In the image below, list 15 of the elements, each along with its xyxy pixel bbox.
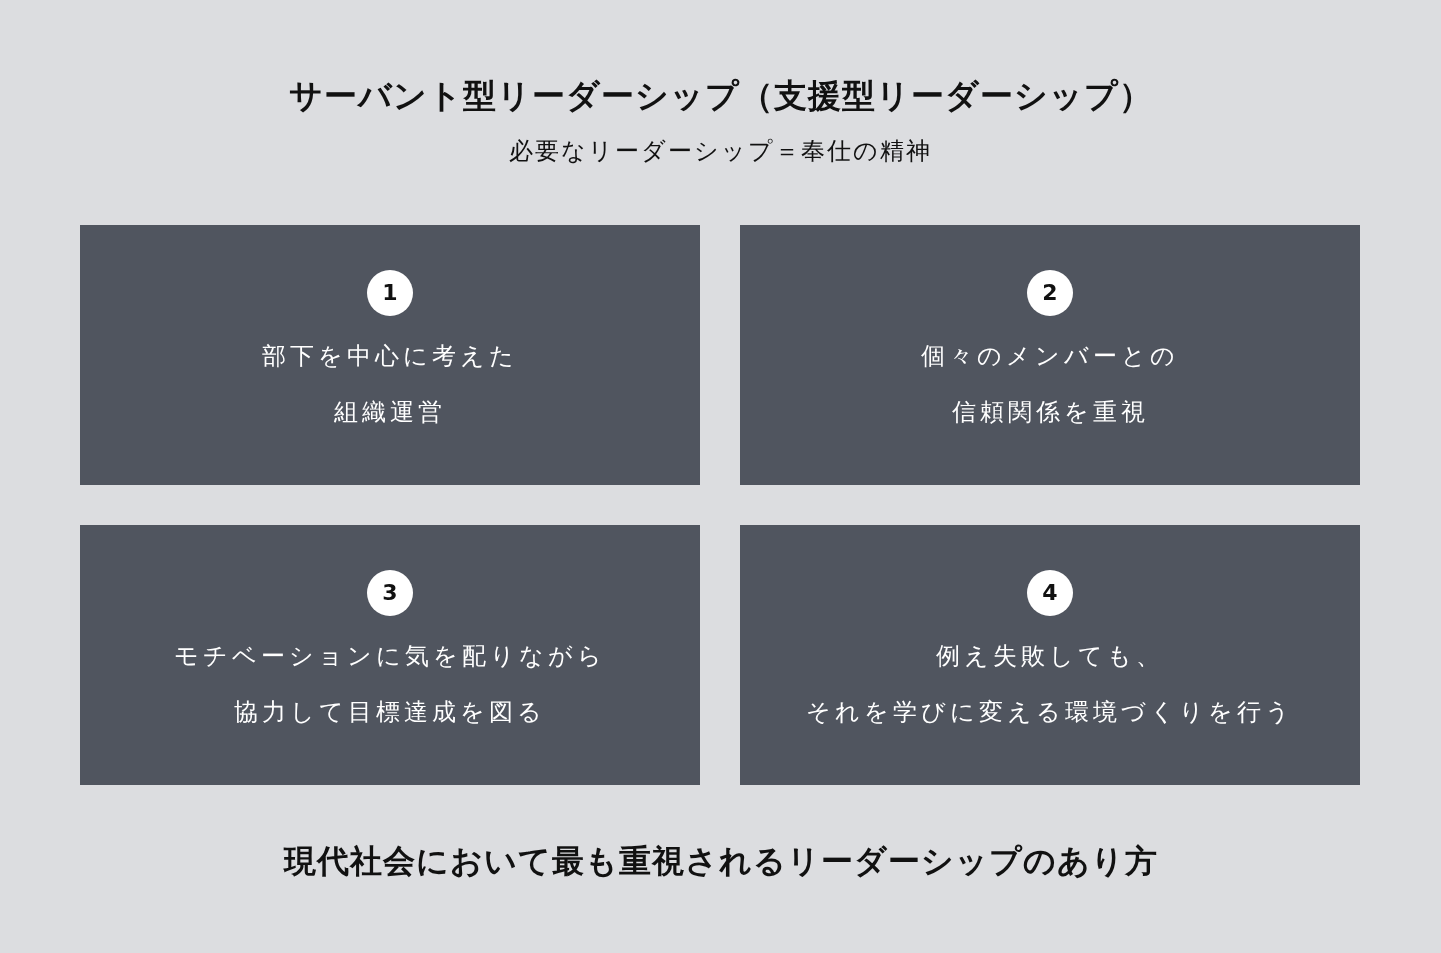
title: サーバント型リーダーシップ（支援型リーダーシップ） (287, 75, 1154, 117)
card-text: モチベーションに気を配りながら協力して目標達成を図る (173, 641, 607, 728)
info-card (740, 525, 1360, 785)
number-badge: 4 (1027, 570, 1073, 616)
number-badge: 2 (1027, 270, 1073, 316)
info-card (80, 225, 700, 485)
number-badge: 1 (367, 270, 413, 316)
card-text: 個々のメンバーとの信頼関係を重視 (920, 341, 1180, 428)
caption: 現代社会において最も重視されるリーダーシップのあり方 (282, 841, 1159, 882)
card-text: 部下を中心に考えた組織運営 (261, 341, 519, 428)
number-badge: 3 (367, 570, 413, 616)
subtitle: 必要なリーダーシップ＝奉仕の精神 (508, 136, 933, 167)
info-card (740, 225, 1360, 485)
card-text: 例え失敗しても、それを学びに変える環境づくりを行う (805, 641, 1295, 728)
info-card (80, 525, 700, 785)
